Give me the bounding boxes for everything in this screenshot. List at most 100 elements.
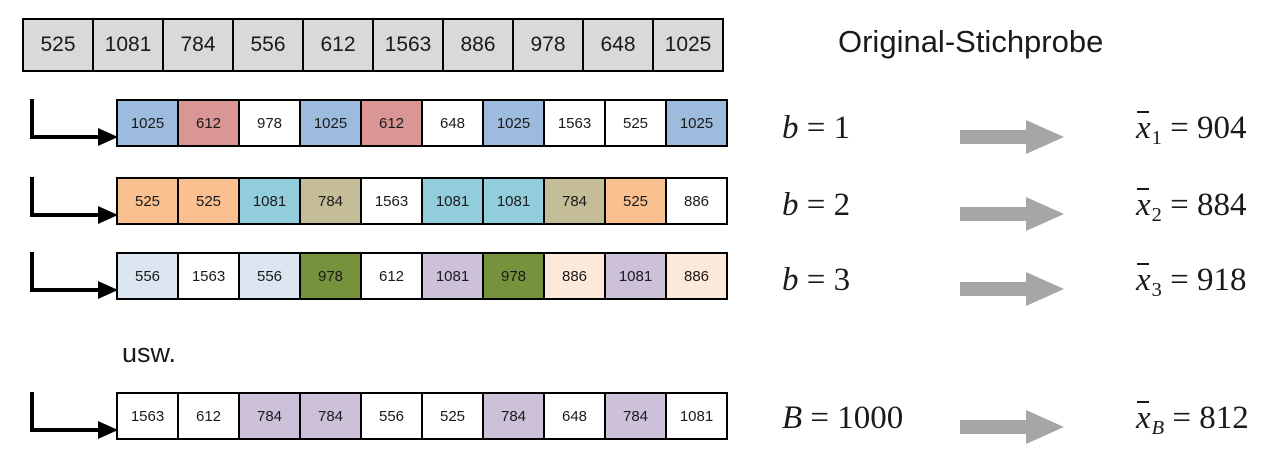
bootstrap-index-label: b = 3: [782, 262, 850, 299]
mean-subscript: 1: [1151, 126, 1162, 149]
mean-value: 918: [1197, 262, 1247, 298]
original-sample-cell: 1081: [92, 18, 164, 72]
overline-bar: [1137, 187, 1149, 190]
bootstrap-cell: 784: [299, 177, 362, 225]
bootstrap-index-label: b = 2: [782, 187, 850, 224]
bootstrap-cell: 648: [421, 99, 484, 147]
bootstrap-cell: 784: [604, 392, 667, 440]
bootstrap-cell: 784: [238, 392, 301, 440]
index-symbol: b: [782, 262, 799, 298]
bootstrap-index-label: B = 1000: [782, 400, 903, 437]
original-sample-cell: 1025: [652, 18, 724, 72]
etc-label: usw.: [122, 338, 177, 368]
bootstrap-mean-label: x2 = 884: [1136, 187, 1247, 227]
x-bar-symbol: x: [1136, 110, 1151, 146]
mean-subscript: 2: [1151, 203, 1162, 226]
mean-value: 904: [1197, 110, 1247, 146]
bootstrap-index-label: b = 1: [782, 110, 850, 147]
equals-sign: =: [1164, 400, 1200, 436]
bootstrap-cell: 612: [360, 99, 423, 147]
bootstrap-mean-label: x3 = 918: [1136, 262, 1247, 302]
bootstrap-cell: 1563: [116, 392, 179, 440]
x-bar-symbol: x: [1136, 262, 1151, 298]
equals-sign: =: [1161, 187, 1197, 223]
elbow-arrow-icon: [26, 97, 122, 149]
bootstrap-cell: 1563: [543, 99, 606, 147]
bootstrap-cell: 886: [665, 177, 728, 225]
bootstrap-cell: 525: [421, 392, 484, 440]
bootstrap-cell: 1081: [238, 177, 301, 225]
equals-sign: =: [1161, 262, 1197, 298]
original-sample-cell: 525: [22, 18, 94, 72]
equals-sign: =: [798, 110, 834, 146]
right-block-arrow-icon: [960, 272, 1064, 306]
bootstrap-cell: 784: [482, 392, 545, 440]
mean-subscript: 3: [1151, 278, 1162, 301]
bootstrap-cell: 784: [299, 392, 362, 440]
index-symbol: b: [782, 187, 799, 223]
index-symbol: b: [782, 110, 799, 146]
right-block-arrow-icon: [960, 120, 1064, 154]
bootstrap-cell: 1081: [482, 177, 545, 225]
bootstrap-cell: 978: [482, 252, 545, 300]
original-sample-cell: 648: [582, 18, 654, 72]
equals-sign: =: [802, 400, 838, 436]
index-symbol: B: [782, 400, 803, 436]
bootstrap-cell: 978: [299, 252, 362, 300]
bootstrap-cell: 648: [543, 392, 606, 440]
bootstrap-cell: 1025: [299, 99, 362, 147]
equals-sign: =: [798, 187, 834, 223]
right-block-arrow-icon: [960, 197, 1064, 231]
bootstrap-cell: 1081: [604, 252, 667, 300]
x-bar-symbol: x: [1136, 187, 1151, 223]
bootstrap-cell: 1025: [665, 99, 728, 147]
original-sample-cell: 886: [442, 18, 514, 72]
bootstrap-cell: 1563: [177, 252, 240, 300]
bootstrap-mean-label: xB = 812: [1136, 400, 1249, 440]
mean-subscript: B: [1151, 416, 1165, 439]
bootstrap-cell: 978: [238, 99, 301, 147]
bootstrap-cell: 612: [177, 99, 240, 147]
bootstrap-cell: 556: [360, 392, 423, 440]
bootstrap-cell: 1081: [665, 392, 728, 440]
overline-bar: [1137, 262, 1149, 265]
page-title: Original-Stichprobe: [838, 24, 1104, 59]
original-sample-cell: 978: [512, 18, 584, 72]
equals-sign: =: [1161, 110, 1197, 146]
original-sample-cell: 1563: [372, 18, 444, 72]
index-value: 1000: [837, 400, 904, 436]
bootstrap-cell: 556: [238, 252, 301, 300]
mean-value: 812: [1199, 400, 1249, 436]
bootstrap-cell: 1081: [421, 252, 484, 300]
bootstrap-cell: 886: [665, 252, 728, 300]
x-bar-symbol: x: [1136, 400, 1151, 436]
bootstrap-cell: 612: [177, 392, 240, 440]
original-sample-cell: 556: [232, 18, 304, 72]
bootstrap-cell: 1025: [116, 99, 179, 147]
elbow-arrow-icon: [26, 250, 122, 302]
bootstrap-cell: 1025: [482, 99, 545, 147]
original-sample-cell: 784: [162, 18, 234, 72]
overline-bar: [1137, 110, 1149, 113]
bootstrap-cell: 886: [543, 252, 606, 300]
bootstrap-cell: 784: [543, 177, 606, 225]
mean-value: 884: [1197, 187, 1247, 223]
bootstrap-cell: 612: [360, 252, 423, 300]
bootstrap-cell: 556: [116, 252, 179, 300]
bootstrap-cell: 1081: [421, 177, 484, 225]
equals-sign: =: [798, 262, 834, 298]
elbow-arrow-icon: [26, 390, 122, 442]
bootstrap-cell: 1563: [360, 177, 423, 225]
overline-bar: [1137, 400, 1149, 403]
index-value: 2: [833, 187, 851, 223]
bootstrap-cell: 525: [604, 99, 667, 147]
index-value: 3: [833, 262, 851, 298]
original-sample-cell: 612: [302, 18, 374, 72]
bootstrap-cell: 525: [116, 177, 179, 225]
bootstrap-cell: 525: [604, 177, 667, 225]
bootstrap-cell: 525: [177, 177, 240, 225]
